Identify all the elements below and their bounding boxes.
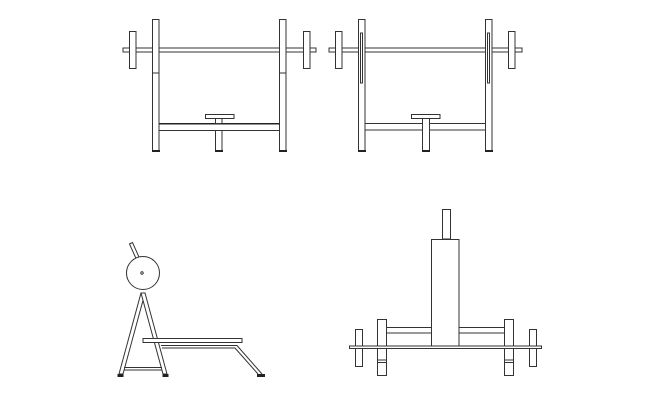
foot [358,150,366,152]
bench-front-view-2 [328,19,523,152]
center-post [422,118,430,151]
foot [257,374,265,377]
hook-slots [487,32,490,84]
a-frame-leg-left [118,292,146,375]
foot [279,150,287,152]
bench-side-view [117,241,265,377]
foot [485,150,493,152]
center-leg [215,130,223,151]
barbell-bar [349,345,542,349]
rack-arm-right [458,327,505,334]
bench-frame [162,347,259,375]
barbell-bar [328,47,523,53]
weight-plate-left [335,31,343,69]
cross-beam [158,123,280,131]
barbell-bar [122,47,317,53]
bar-end [140,271,144,275]
bench-front-view-1 [122,19,317,152]
seat-pad [205,114,235,119]
upright-right [279,19,287,151]
bench-end-view [349,209,542,376]
upright-left [152,19,160,151]
seat-pad [411,114,441,119]
seat-stem [215,118,223,124]
weight-plate-left [129,31,137,69]
rack-arm-left [386,327,432,334]
foot [152,150,160,152]
bench-frame [161,345,263,375]
a-frame-leg-right [140,292,168,375]
foot [215,150,223,152]
bench-top-post [442,209,451,240]
weight-plate-right [303,31,311,69]
hook-slots [360,32,363,84]
bench-pad [142,338,243,343]
bar-stub [128,241,140,260]
foot [117,374,124,377]
foot [422,150,430,152]
bench-column [431,239,460,348]
weight-plate-right [508,31,516,69]
foot [162,374,169,377]
